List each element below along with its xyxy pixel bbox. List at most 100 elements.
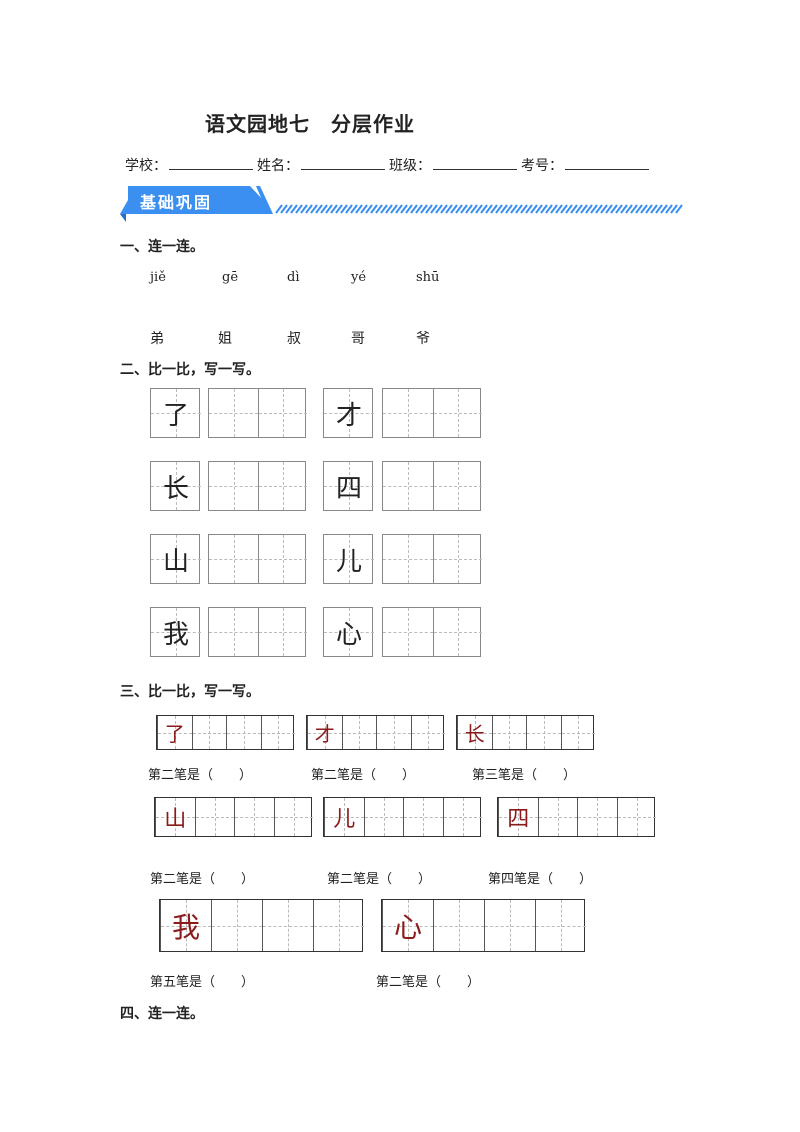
tianzige-grid[interactable]: 山 — [154, 797, 313, 837]
grid-cell[interactable]: 长 — [457, 716, 492, 749]
tianzige-grid[interactable]: 我 — [159, 899, 364, 952]
grid-cell[interactable] — [273, 798, 313, 836]
grid-cell[interactable] — [376, 716, 411, 749]
tianzige-grid[interactable]: 我 — [150, 607, 201, 657]
stroke-answer-prompt[interactable]: 第三笔是（ ） — [472, 768, 577, 783]
tianzige-grid[interactable] — [208, 607, 307, 657]
grid-cell[interactable]: 我 — [160, 900, 211, 951]
grid-cell[interactable] — [432, 389, 482, 437]
grid-cell[interactable] — [258, 462, 307, 510]
tianzige-grid[interactable]: 才 — [306, 715, 445, 750]
tianzige-grid[interactable] — [208, 388, 307, 438]
tianzige-grid[interactable]: 四 — [323, 461, 374, 511]
grid-cell[interactable] — [209, 389, 258, 437]
stroke-answer-prompt[interactable]: 第二笔是（ ） — [150, 872, 255, 887]
grid-cell[interactable] — [383, 389, 433, 437]
grid-cell[interactable] — [262, 900, 313, 951]
stroke-answer-prompt[interactable]: 第二笔是（ ） — [327, 872, 432, 887]
grid-cell[interactable] — [616, 798, 656, 836]
grid-cell[interactable]: 我 — [151, 608, 201, 656]
number-field[interactable] — [565, 157, 649, 170]
grid-cell[interactable] — [383, 535, 433, 583]
grid-cell[interactable] — [491, 716, 526, 749]
pinyin-item[interactable]: yé — [351, 270, 367, 285]
grid-cell[interactable]: 心 — [382, 900, 433, 951]
grid-cell[interactable]: 四 — [324, 462, 374, 510]
grid-cell[interactable] — [410, 716, 445, 749]
grid-cell[interactable] — [383, 462, 433, 510]
grid-cell[interactable] — [560, 716, 595, 749]
grid-cell[interactable]: 山 — [155, 798, 195, 836]
tianzige-grid[interactable]: 了 — [150, 388, 201, 438]
grid-cell[interactable] — [433, 900, 484, 951]
grid-cell[interactable]: 心 — [324, 608, 374, 656]
grid-cell[interactable]: 长 — [151, 462, 201, 510]
tianzige-grid[interactable] — [382, 388, 482, 438]
grid-cell[interactable] — [258, 608, 307, 656]
grid-cell[interactable] — [535, 900, 586, 951]
grid-cell[interactable] — [432, 608, 482, 656]
stroke-answer-prompt[interactable]: 第五笔是（ ） — [150, 975, 255, 990]
name-field[interactable] — [301, 157, 385, 170]
grid-cell[interactable] — [577, 798, 617, 836]
pinyin-item[interactable]: gē — [222, 270, 239, 285]
tianzige-grid[interactable] — [382, 607, 482, 657]
grid-cell[interactable]: 四 — [498, 798, 538, 836]
pinyin-item[interactable]: shū — [416, 270, 440, 285]
stroke-answer-prompt[interactable]: 第四笔是（ ） — [488, 872, 593, 887]
grid-cell[interactable] — [258, 389, 307, 437]
grid-cell[interactable]: 山 — [151, 535, 201, 583]
tianzige-grid[interactable]: 了 — [156, 715, 295, 750]
grid-cell[interactable]: 了 — [157, 716, 192, 749]
stroke-answer-prompt[interactable]: 第二笔是（ ） — [311, 768, 416, 783]
grid-cell[interactable] — [209, 535, 258, 583]
grid-cell[interactable]: 才 — [324, 389, 374, 437]
stroke-answer-prompt[interactable]: 第二笔是（ ） — [376, 975, 481, 990]
character-item[interactable]: 姐 — [218, 331, 232, 347]
tianzige-grid[interactable]: 儿 — [323, 534, 374, 584]
grid-cell[interactable] — [526, 716, 561, 749]
grid-cell[interactable] — [226, 716, 261, 749]
character-item[interactable]: 叔 — [287, 331, 301, 347]
tianzige-grid[interactable] — [208, 534, 307, 584]
grid-cell[interactable] — [194, 798, 234, 836]
grid-cell[interactable] — [211, 900, 262, 951]
grid-cell[interactable] — [209, 462, 258, 510]
tianzige-grid[interactable]: 长 — [456, 715, 595, 750]
grid-cell[interactable] — [442, 798, 482, 836]
tianzige-grid[interactable]: 长 — [150, 461, 201, 511]
pinyin-item[interactable]: dì — [287, 270, 300, 285]
character-item[interactable]: 哥 — [351, 331, 365, 347]
grid-cell[interactable] — [432, 535, 482, 583]
character-item[interactable]: 爷 — [416, 331, 430, 347]
grid-cell[interactable] — [383, 608, 433, 656]
grid-cell[interactable]: 儿 — [324, 798, 364, 836]
tianzige-grid[interactable] — [382, 534, 482, 584]
grid-cell[interactable] — [484, 900, 535, 951]
tianzige-grid[interactable]: 才 — [323, 388, 374, 438]
tianzige-grid[interactable]: 儿 — [323, 797, 482, 837]
grid-cell[interactable] — [341, 716, 376, 749]
tianzige-grid[interactable] — [382, 461, 482, 511]
grid-cell[interactable] — [234, 798, 274, 836]
tianzige-grid[interactable] — [208, 461, 307, 511]
tianzige-grid[interactable]: 山 — [150, 534, 201, 584]
grid-cell[interactable] — [191, 716, 226, 749]
grid-cell[interactable] — [537, 798, 577, 836]
stroke-answer-prompt[interactable]: 第二笔是（ ） — [148, 768, 253, 783]
grid-cell[interactable] — [313, 900, 364, 951]
grid-cell[interactable]: 了 — [151, 389, 201, 437]
tianzige-grid[interactable]: 心 — [323, 607, 374, 657]
class-field[interactable] — [433, 157, 517, 170]
character-item[interactable]: 弟 — [150, 331, 164, 347]
grid-cell[interactable]: 儿 — [324, 535, 374, 583]
grid-cell[interactable] — [260, 716, 295, 749]
grid-cell[interactable]: 才 — [307, 716, 342, 749]
grid-cell[interactable] — [258, 535, 307, 583]
tianzige-grid[interactable]: 四 — [497, 797, 656, 837]
grid-cell[interactable] — [403, 798, 443, 836]
school-field[interactable] — [169, 157, 253, 170]
grid-cell[interactable] — [363, 798, 403, 836]
tianzige-grid[interactable]: 心 — [381, 899, 586, 952]
grid-cell[interactable] — [209, 608, 258, 656]
